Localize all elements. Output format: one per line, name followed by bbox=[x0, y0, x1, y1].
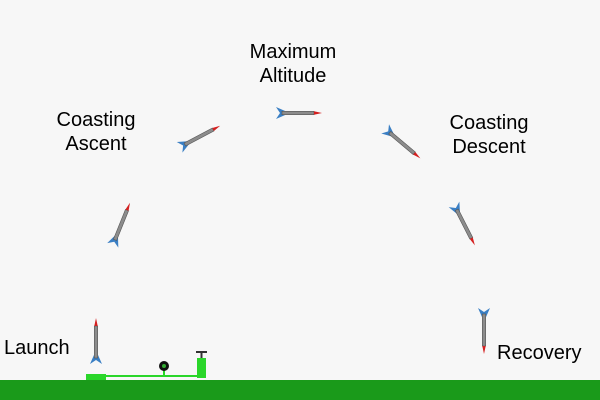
rocket-icon bbox=[381, 124, 421, 159]
rocket-icon bbox=[90, 318, 102, 364]
rocket-icon bbox=[276, 107, 322, 119]
ground bbox=[0, 380, 600, 400]
label-coasting-descent-line-2: Descent bbox=[452, 136, 526, 158]
label-coasting-descent: Coasting Descent bbox=[436, 111, 542, 159]
pressure-gauge-icon bbox=[159, 361, 169, 376]
launch-pad bbox=[86, 351, 207, 380]
label-recovery-line-1: Recovery bbox=[497, 342, 582, 364]
label-coasting-ascent-line-1: Coasting bbox=[56, 109, 136, 131]
label-maximum-altitude: Maximum Altitude bbox=[236, 40, 350, 88]
label-recovery: Recovery bbox=[497, 341, 581, 365]
label-launch: Launch bbox=[4, 336, 70, 360]
rocket-icon bbox=[107, 202, 130, 248]
label-launch-line-1: Launch bbox=[4, 337, 70, 359]
rocket-icon bbox=[448, 201, 475, 246]
rocket-icon bbox=[176, 125, 221, 153]
launch-pad-base bbox=[86, 374, 106, 380]
label-maximum-altitude-line-1: Maximum bbox=[249, 41, 337, 63]
rocket-positions bbox=[90, 107, 490, 364]
label-coasting-ascent: Coasting Ascent bbox=[46, 108, 146, 156]
label-maximum-altitude-line-2: Altitude bbox=[259, 65, 327, 87]
label-coasting-ascent-line-2: Ascent bbox=[65, 133, 127, 155]
air-pump-icon bbox=[196, 351, 207, 378]
rocket-icon bbox=[478, 308, 490, 354]
label-coasting-descent-line-1: Coasting bbox=[449, 112, 529, 134]
